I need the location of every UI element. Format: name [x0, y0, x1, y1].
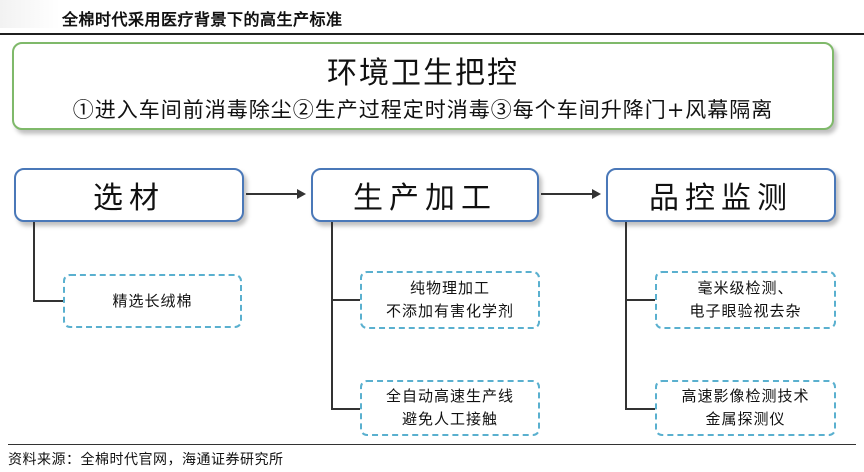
- stage-material-selection: 选材: [14, 168, 244, 222]
- stage-label: 品控监测: [649, 181, 793, 216]
- connector-line: [331, 408, 360, 410]
- flow-arrow: [246, 189, 306, 199]
- environment-description: ①进入车间前消毒除尘②生产过程定时消毒③每个车间升降门+风幕隔离: [72, 98, 774, 122]
- flow-arrow: [541, 189, 601, 199]
- detail-line: 全自动高速生产线: [385, 387, 514, 405]
- stage-quality-control: 品控监测: [606, 168, 836, 222]
- connector-line: [33, 300, 63, 302]
- detail-line: 不添加有害化学剂: [385, 302, 514, 320]
- detail-line: 纯物理加工: [409, 279, 490, 297]
- detail-box: 纯物理加工 不添加有害化学剂: [360, 271, 540, 329]
- environment-title: 环境卫生把控: [327, 56, 519, 91]
- detail-line: 毫米级检测、: [697, 279, 794, 297]
- detail-box: 毫米级检测、 电子眼验视去杂: [655, 271, 836, 329]
- detail-line: 电子眼验视去杂: [689, 302, 802, 320]
- detail-box: 精选长绒棉: [63, 274, 242, 328]
- detail-line: 避免人工接触: [401, 410, 498, 428]
- stage-label: 选材: [93, 181, 165, 216]
- connector-line: [625, 408, 655, 410]
- connector-line: [625, 299, 655, 301]
- detail-line: 高速影像检测技术: [681, 387, 810, 405]
- stage-label: 生产加工: [353, 181, 497, 216]
- connector-line: [331, 222, 333, 410]
- detail-box: 高速影像检测技术 金属探测仪: [655, 380, 836, 436]
- footer-divider: [8, 444, 856, 445]
- header-divider: [0, 33, 864, 35]
- environment-control-box: 环境卫生把控 ①进入车间前消毒除尘②生产过程定时消毒③每个车间升降门+风幕隔离: [12, 42, 834, 130]
- detail-line: 精选长绒棉: [112, 291, 193, 310]
- source-note: 资料来源：全棉时代官网，海通证券研究所: [8, 452, 284, 468]
- detail-line: 金属探测仪: [705, 410, 786, 428]
- stage-production-processing: 生产加工: [311, 168, 539, 222]
- page-title: 全棉时代采用医疗背景下的高生产标准: [62, 10, 343, 29]
- header-decoration: [0, 0, 60, 28]
- connector-line: [33, 222, 35, 302]
- detail-box: 全自动高速生产线 避免人工接触: [360, 380, 540, 436]
- connector-line: [625, 222, 627, 410]
- connector-line: [331, 299, 360, 301]
